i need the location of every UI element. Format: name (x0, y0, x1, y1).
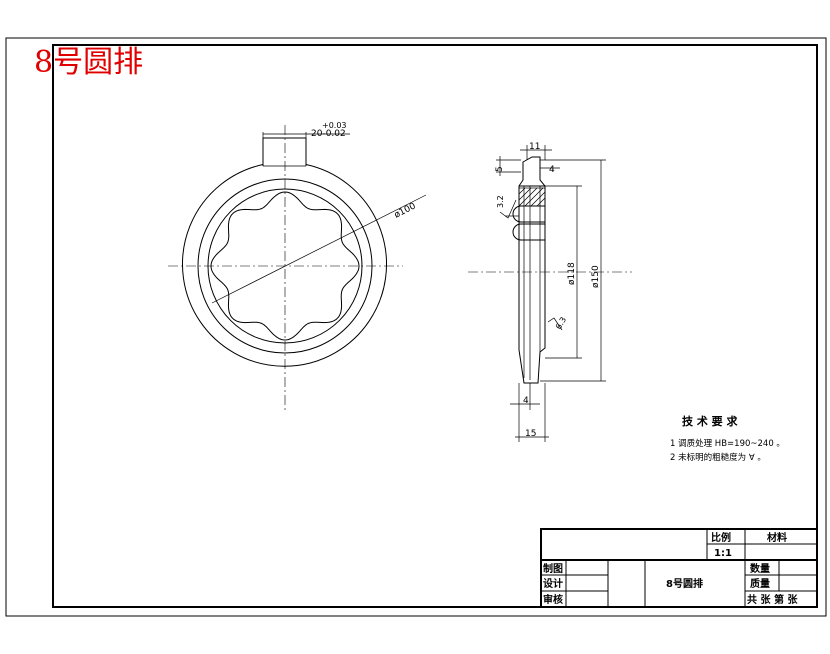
hatch (518, 187, 546, 207)
dim-4-bottom: 4 (523, 396, 529, 406)
dia-118: ø118 (567, 262, 577, 285)
outer-circle (182, 164, 387, 367)
design-label: 设计 (543, 577, 563, 590)
dia-150: ø150 (591, 265, 601, 288)
material-label: 材料 (767, 531, 787, 544)
tech-line-1: 1 调质处理 HB=190~240 。 (670, 438, 785, 449)
part-name: 8号圆排 (666, 577, 703, 590)
outer-border (5, 37, 827, 617)
roughness-symbol-a (499, 199, 517, 219)
section-view: 11 4 5 3.2 6.3 ø118 ø150 4 15 (468, 142, 632, 442)
keyway (262, 137, 307, 166)
roughness-a: 3.2 (496, 195, 505, 208)
dim-4-top: 4 (549, 165, 555, 175)
section-outline (518, 156, 546, 384)
groove-1 (512, 205, 546, 223)
groove-2 (512, 223, 546, 241)
quantity-label: 数量 (750, 562, 770, 575)
tech-requirements: 技 术 要 求 1 调质处理 HB=190~240 。 2 未标明的粗糙度为 ∀… (670, 414, 785, 463)
mass-label: 质量 (750, 577, 770, 590)
dim-15: 15 (525, 429, 536, 439)
drawn-label: 制图 (543, 562, 563, 575)
scale-value: 1:1 (714, 548, 732, 559)
dia-100-leader (211, 194, 427, 304)
title-block: 比例 1:1 材料 制图 设计 审核 8号圆排 数量 质量 共 张 第 张 (540, 528, 818, 608)
tech-line-2: 2 未标明的粗糙度为 ∀ 。 (670, 452, 766, 463)
review-label: 审核 (543, 593, 563, 606)
sheets-label: 共 张 第 张 (747, 593, 798, 606)
dim-11: 11 (529, 142, 540, 152)
tech-title: 技 术 要 求 (682, 414, 738, 428)
front-view: ø100 +0.03 20-0.02 (168, 121, 427, 412)
tol-upper: +0.03 (322, 121, 347, 130)
dim-5: 5 (495, 166, 505, 172)
drawing-frame (52, 44, 818, 608)
dia-100-label: ø100 (393, 201, 418, 220)
drawing-heading: 8号圆排 (34, 45, 143, 80)
roughness-symbol-b (547, 317, 563, 331)
tol-lower: 20-0.02 (311, 129, 346, 139)
scale-label: 比例 (711, 531, 731, 544)
roughness-b: 6.3 (554, 315, 568, 331)
